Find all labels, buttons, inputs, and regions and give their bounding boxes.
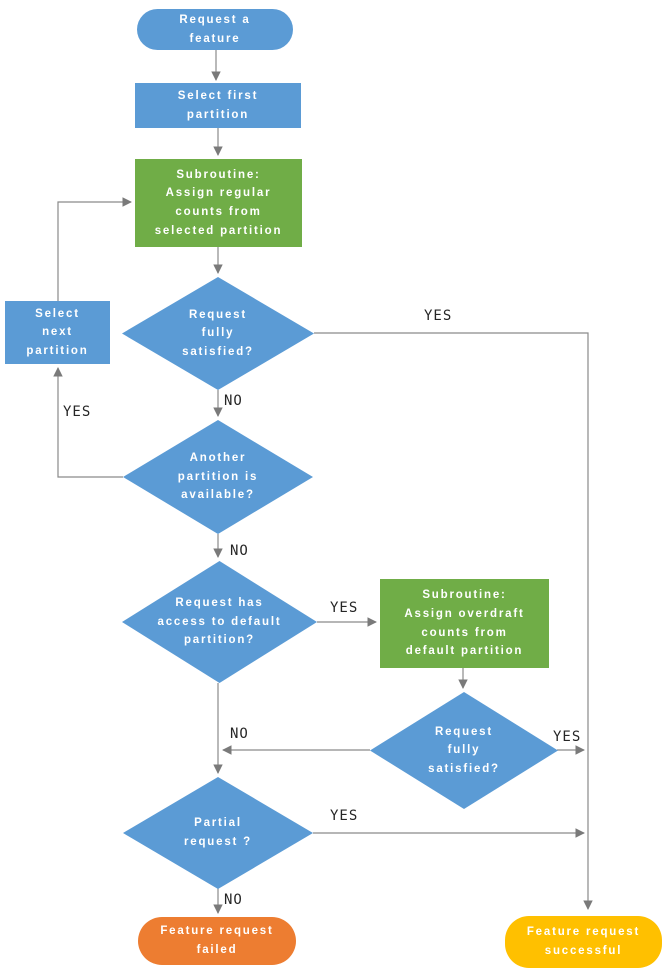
edge-label-another-no: NO: [230, 543, 249, 559]
edge-label-partial-no: NO: [224, 892, 243, 908]
edge-label-another-yes: YES: [63, 404, 92, 420]
select-first-partition-process: Select first partition: [135, 83, 301, 128]
start-terminator: Request a feature: [137, 9, 293, 50]
connector-another-yes-to-select-next: [53, 367, 123, 478]
feature-request-failed-terminator: Feature request failed: [138, 917, 296, 965]
edge-label-satisfied2-yes: YES: [553, 729, 582, 745]
edge-label-satisfied1-yes: YES: [424, 308, 453, 324]
assign-regular-counts-subroutine: Subroutine: Assign regular counts from s…: [135, 159, 302, 247]
edge-label-partial-yes: YES: [330, 808, 359, 824]
assign-overdraft-counts-subroutine: Subroutine: Assign overdraft counts from…: [380, 579, 549, 668]
connector-satisfied1-yes-to-success: [314, 332, 593, 910]
edge-label-default-access-yes: YES: [330, 600, 359, 616]
edge-label-satisfied1-no: NO: [224, 393, 243, 409]
feature-request-successful-terminator: Feature request successful: [505, 916, 662, 968]
edge-label-merge-no: NO: [230, 726, 249, 742]
select-next-partition-process: Select next partition: [5, 301, 110, 364]
connector-select-next-to-sub-regular: [57, 197, 132, 301]
